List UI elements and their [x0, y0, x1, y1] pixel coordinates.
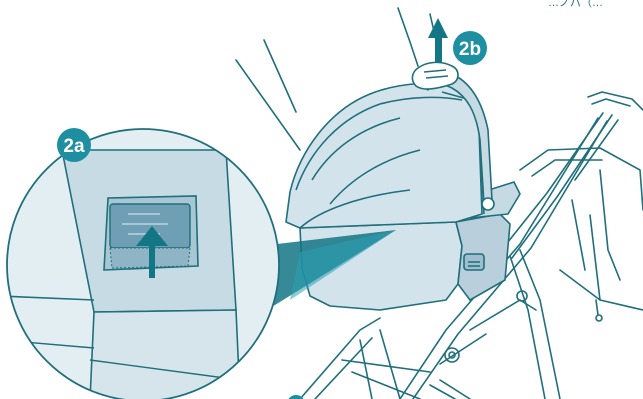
step-badge-2b: 2b: [453, 31, 487, 65]
step-badge-2a: 2a: [57, 128, 91, 162]
step-label-2a: 2a: [63, 136, 85, 157]
detail-magnifier: [0, 125, 290, 399]
carrycot-hood: [286, 83, 482, 228]
arrow-up-icon: [428, 18, 448, 62]
hand: [412, 62, 458, 89]
cropped-top-text: …ノパ（…: [548, 0, 603, 9]
step-label-2b: 2b: [459, 39, 481, 60]
